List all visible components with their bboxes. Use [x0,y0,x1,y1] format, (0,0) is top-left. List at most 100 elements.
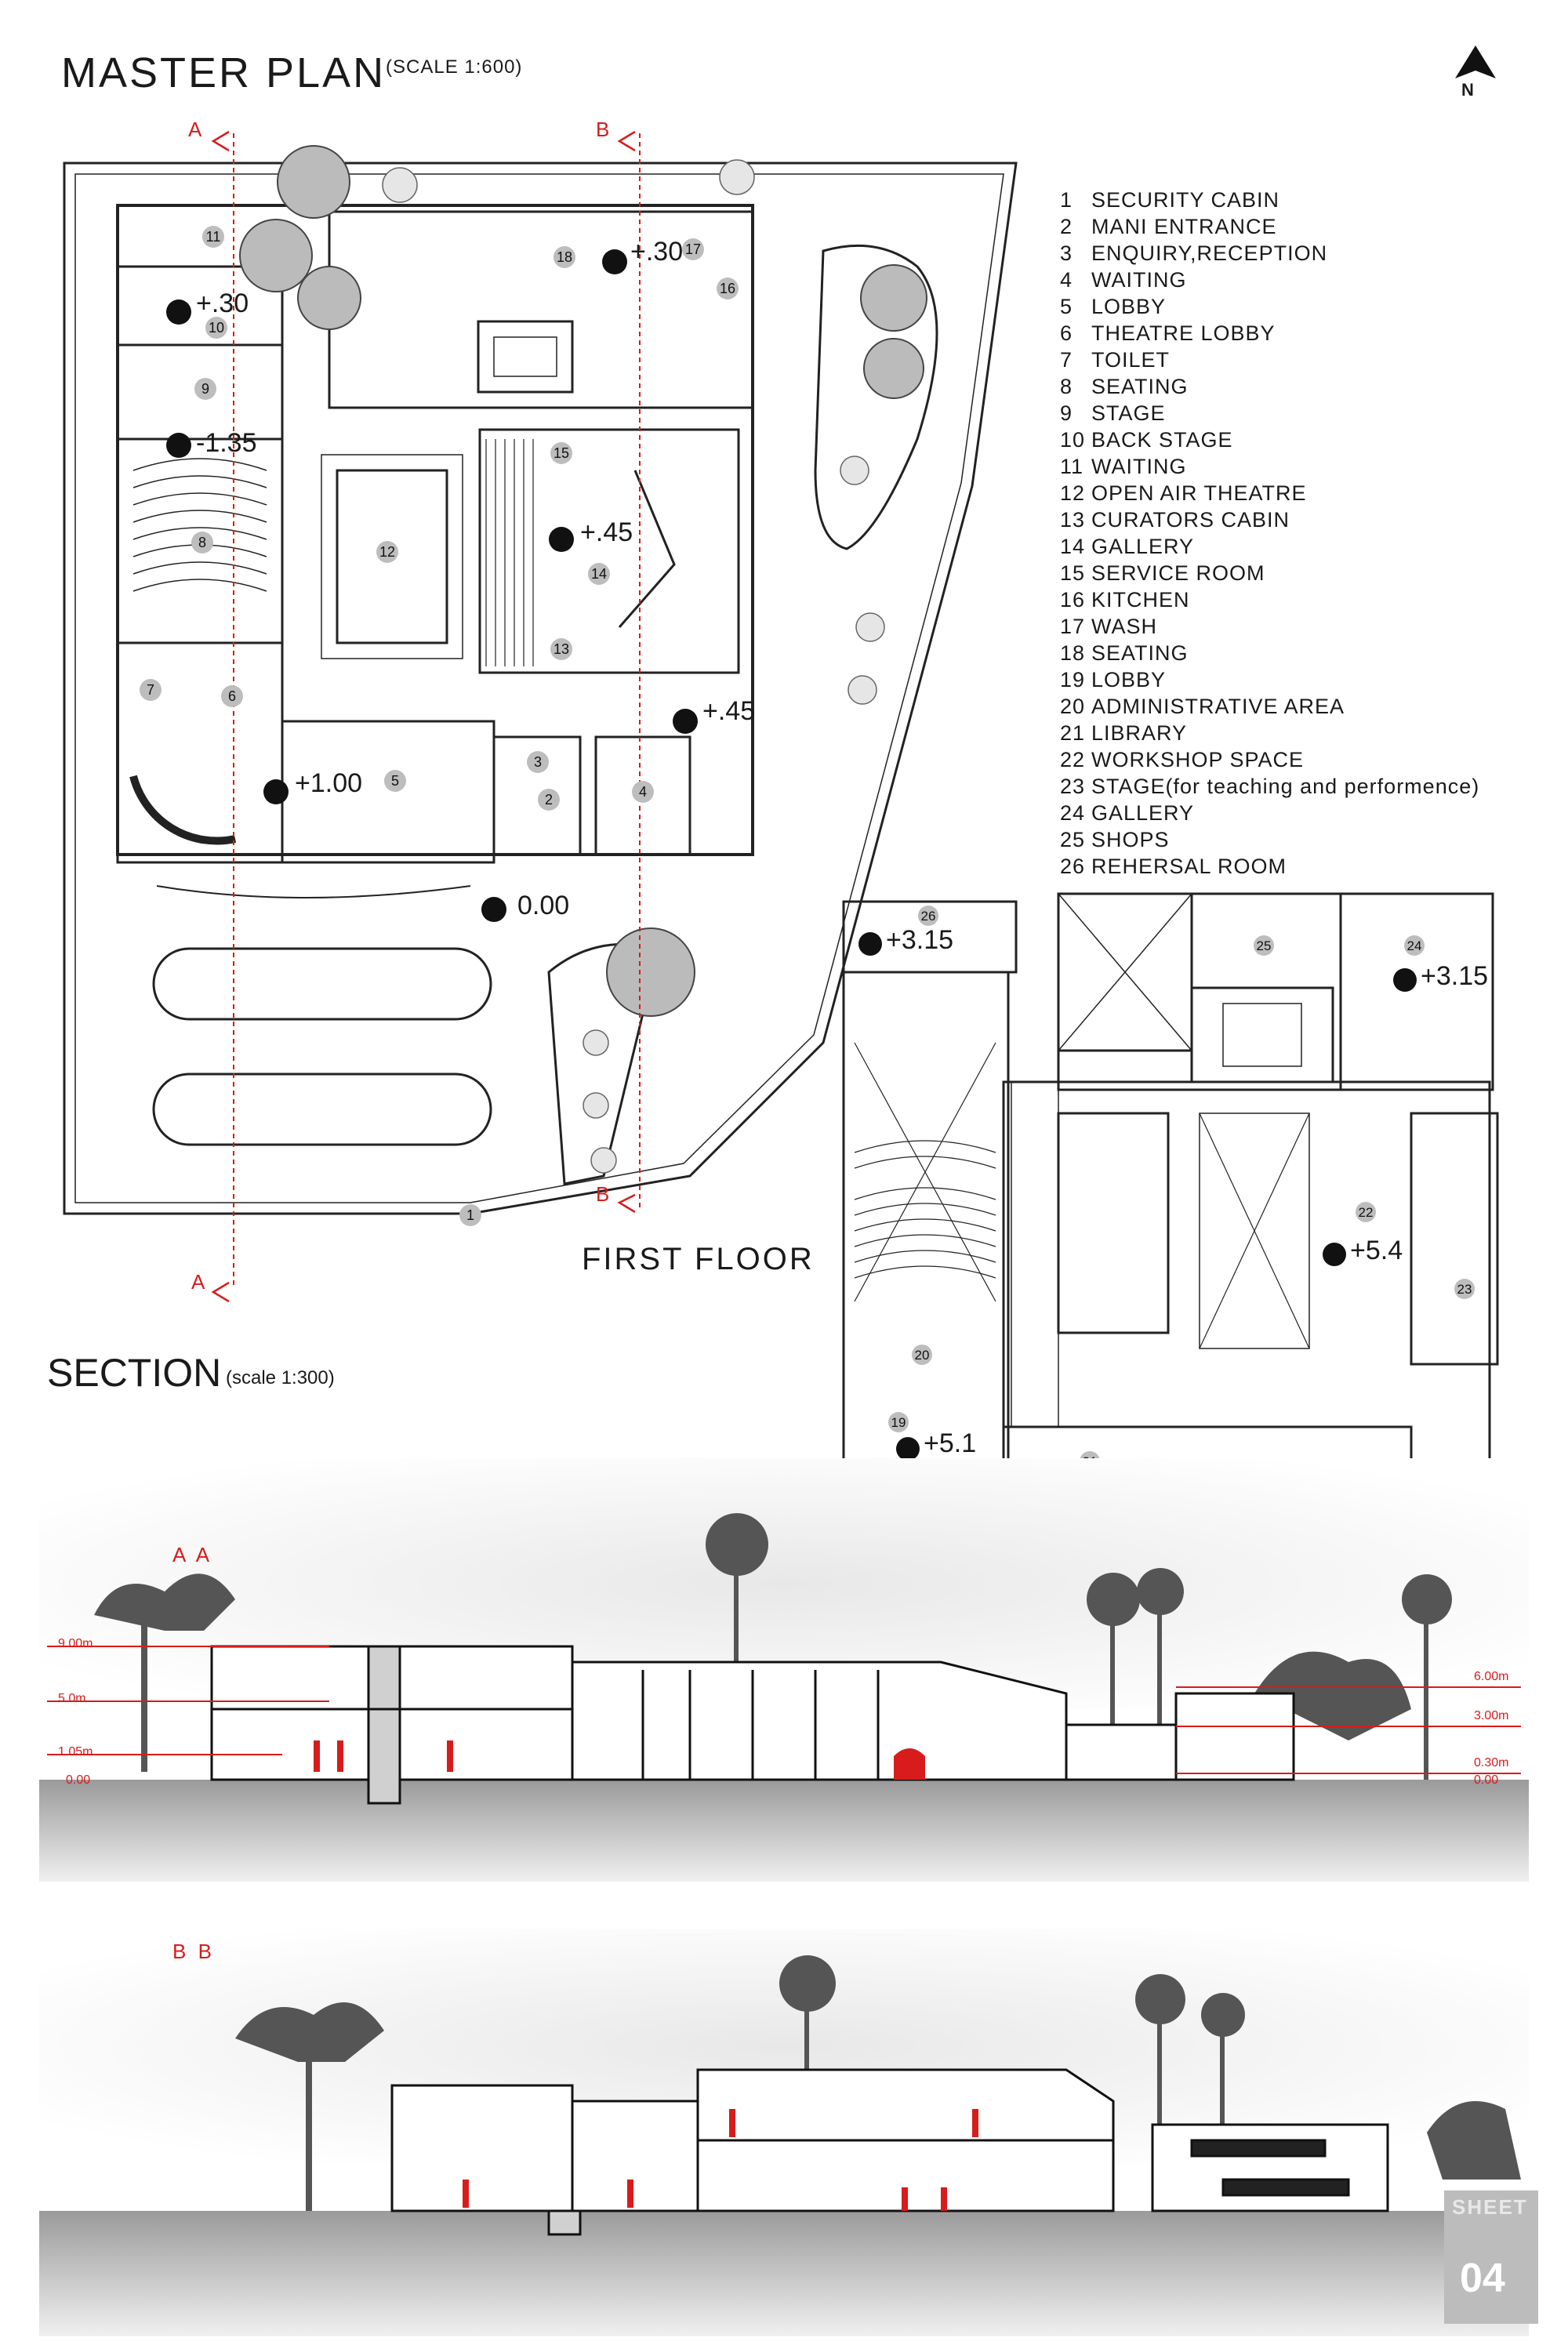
legend-number: 18 [1060,641,1086,665]
legend-label: LOBBY [1091,295,1167,318]
legend-label: ADMINISTRATIVE AREA [1091,695,1345,718]
legend-label: WORKSHOP SPACE [1091,748,1305,771]
legend-number: 4 [1060,268,1073,292]
svg-text:18: 18 [557,249,572,265]
section-aa-drawing [39,1458,1529,1882]
svg-text:7: 7 [147,682,154,698]
legend-label: OPEN AIR THEATRE [1091,481,1307,505]
level-label: 3.00m [1474,1709,1509,1722]
legend-number: 6 [1060,321,1073,345]
legend-label: LOBBY [1091,668,1167,691]
legend-label: REHERSAL ROOM [1091,855,1287,878]
legend-number: 21 [1060,721,1086,745]
level-label: 1.05m [58,1745,93,1759]
legend-label: STAGE [1091,401,1166,425]
svg-text:25: 25 [1257,938,1272,953]
legend-number: 22 [1060,748,1086,771]
sheet-number: 04 [1460,2256,1505,2301]
legend-number: 19 [1060,668,1086,691]
section-marker-b-top: B [596,118,610,141]
legend-label: SERVICE ROOM [1091,561,1265,585]
svg-text:3: 3 [534,754,542,770]
legend-item: 2 MANI ENTRANCE [1060,213,1479,240]
section-title: SECTION [47,1351,222,1395]
svg-text:26: 26 [921,909,936,924]
legend-label: WAITING [1091,455,1187,478]
legend-label: SEATING [1091,641,1189,665]
legend-label: WASH [1091,615,1157,638]
svg-text:6: 6 [228,688,236,704]
legend-label: ENQUIRY,RECEPTION [1091,241,1328,265]
svg-text:11: 11 [206,229,221,245]
legend-number: 25 [1060,828,1086,851]
legend-number: 10 [1060,428,1086,452]
legend-label: THEATRE LOBBY [1091,321,1276,345]
level-label: +5.1 [924,1428,977,1458]
level-label: +.45 [580,517,633,547]
legend-label: TOILET [1091,348,1171,372]
svg-text:9: 9 [201,381,209,397]
level-label: +.45 [702,696,756,726]
legend-item: 4 WAITING [1060,267,1479,293]
svg-text:23: 23 [1457,1282,1472,1297]
level-label: 0.00 [1474,1773,1499,1787]
legend-label: SECURITY CABIN [1091,188,1280,212]
legend-number: 7 [1060,348,1073,372]
level-label: 9.00m [58,1637,93,1650]
level-label: +.30 [630,237,684,267]
level-label: 6.00m [1474,1670,1509,1683]
level-label: +1.00 [295,768,363,798]
section-bb-drawing [39,1929,1529,2336]
legend-item: 7 TOILET [1060,347,1479,373]
level-label: -1.35 [196,428,257,458]
master-plan-scale: (SCALE 1:600) [386,56,523,78]
legend-item: 6 THEATRE LOBBY [1060,320,1479,347]
svg-text:14: 14 [591,566,607,582]
svg-text:4: 4 [639,784,647,800]
legend-number: 16 [1060,588,1086,612]
level-label: 5.0m [58,1692,86,1705]
level-label: 0.00 [517,891,570,920]
legend-number: 20 [1060,695,1086,718]
legend-label: BACK STAGE [1091,428,1233,452]
svg-text:12: 12 [379,544,395,560]
svg-text:16: 16 [720,281,735,296]
legend-number: 5 [1060,295,1073,318]
legend-label: MANI ENTRANCE [1091,215,1277,238]
svg-text:19: 19 [891,1415,906,1430]
legend-number: 13 [1060,508,1086,532]
svg-text:15: 15 [554,445,569,461]
legend-number: 2 [1060,215,1073,238]
legend-number: 14 [1060,535,1086,558]
level-label: +3.15 [1421,961,1489,991]
section-marker-b-bottom: B [596,1182,610,1206]
section-marker-a-top: A [188,118,202,141]
svg-text:2: 2 [545,792,553,808]
section-marker-a-bottom: A [191,1270,205,1294]
svg-text:13: 13 [554,641,569,657]
first-floor-title: FIRST FLOOR [582,1242,815,1276]
level-label: +.30 [196,289,249,318]
legend-label: WAITING [1091,268,1187,292]
legend-label: GALLERY [1091,535,1195,558]
legend-label: GALLERY [1091,801,1195,825]
legend-number: 8 [1060,375,1073,398]
legend-number: 15 [1060,561,1086,585]
sheet-word: SHEET [1452,2195,1528,2219]
page-title: MASTER PLAN [61,49,387,96]
